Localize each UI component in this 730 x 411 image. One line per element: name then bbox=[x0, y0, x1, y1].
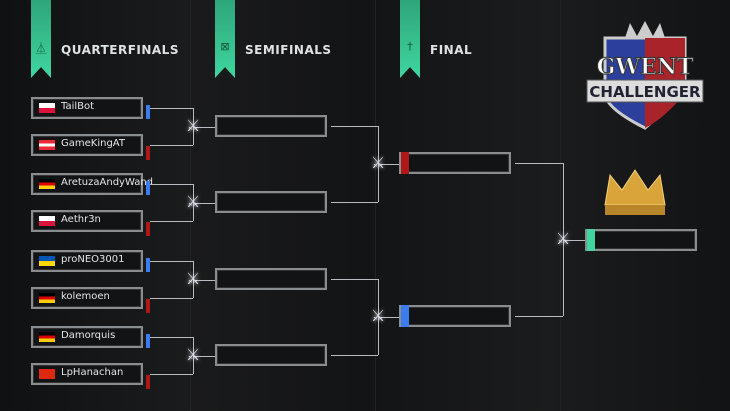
crossed-swords-icon: ⚔ bbox=[370, 153, 386, 172]
blue-side-tag bbox=[401, 305, 409, 327]
final-slot bbox=[399, 152, 511, 174]
crossed-swords-icon: ⚔ bbox=[185, 268, 201, 288]
bracket-line bbox=[331, 126, 378, 127]
crossed-swords-icon: ⚔ bbox=[185, 344, 201, 364]
crossed-swords-icon: ⚔ bbox=[185, 191, 201, 211]
blue-side-tag bbox=[146, 334, 150, 348]
bracket-line bbox=[150, 221, 193, 222]
player-name: LpHanachan bbox=[61, 367, 124, 378]
champion-tag bbox=[587, 229, 595, 251]
player-name: proNEO3001 bbox=[61, 254, 125, 265]
bracket-line bbox=[378, 317, 399, 318]
bracket-line bbox=[515, 163, 563, 164]
red-side-tag bbox=[401, 152, 409, 174]
bracket-line bbox=[193, 279, 215, 281]
bracket-line bbox=[150, 108, 193, 109]
player-name: Aethr3n bbox=[61, 214, 101, 225]
bracket-line bbox=[150, 184, 193, 185]
flag-germany-icon bbox=[39, 293, 55, 303]
crossed-swords-icon: ⚔ bbox=[555, 228, 571, 248]
divider bbox=[560, 0, 561, 411]
flag-poland-icon bbox=[39, 103, 55, 113]
round-ribbon bbox=[400, 0, 420, 78]
bracket-line bbox=[563, 239, 585, 241]
svg-text:GWENT: GWENT bbox=[597, 54, 694, 80]
round-title-semifinals: SEMIFINALS bbox=[245, 43, 332, 57]
semifinal-slot bbox=[215, 191, 327, 213]
bracket-line bbox=[331, 355, 378, 356]
player-slot[interactable]: proNEO3001 bbox=[31, 250, 143, 272]
player-name: GameKingAT bbox=[61, 138, 125, 149]
flag-china-icon bbox=[39, 369, 55, 379]
blue-side-tag bbox=[146, 258, 150, 272]
bracket-line bbox=[331, 202, 378, 203]
player-name: TailBot bbox=[61, 101, 95, 112]
bracket-line bbox=[331, 279, 378, 280]
crossed-swords-icon: ⚔ bbox=[370, 306, 386, 325]
flag-ukraine-icon bbox=[39, 256, 55, 266]
player-slot[interactable]: GameKingAT bbox=[31, 134, 143, 156]
bracket-line bbox=[150, 145, 193, 146]
blue-side-tag bbox=[146, 105, 150, 119]
bracket-line bbox=[193, 355, 215, 357]
bracket-line bbox=[515, 316, 563, 317]
bracket-line bbox=[150, 337, 193, 338]
crossed-swords-icon: ⚔ bbox=[185, 115, 201, 135]
gwent-challenger-logo: GWENT CHALLENGER bbox=[586, 21, 704, 130]
round-ribbon bbox=[31, 0, 51, 78]
player-slot[interactable]: kolemoen bbox=[31, 287, 143, 309]
champion-slot bbox=[585, 229, 697, 251]
bracket-line bbox=[378, 164, 399, 165]
bracket-line bbox=[150, 261, 193, 262]
round-ribbon bbox=[215, 0, 235, 78]
player-name: kolemoen bbox=[61, 291, 110, 302]
bracket-line bbox=[150, 374, 193, 375]
crossbow-icon: ⏅ bbox=[35, 42, 47, 55]
player-slot[interactable]: AretuzaAndyWand bbox=[31, 173, 153, 195]
red-side-tag bbox=[146, 299, 150, 313]
bow-icon: ⊠ bbox=[220, 40, 230, 53]
flag-poland-icon bbox=[39, 216, 55, 226]
player-name: AretuzaAndyWand bbox=[61, 177, 154, 188]
semifinal-slot bbox=[215, 268, 327, 290]
red-side-tag bbox=[146, 375, 150, 389]
round-title-final: FINAL bbox=[430, 43, 473, 57]
red-side-tag bbox=[146, 146, 150, 160]
player-slot[interactable]: Aethr3n bbox=[31, 210, 143, 232]
semifinal-slot bbox=[215, 344, 327, 366]
sword-icon: † bbox=[407, 40, 413, 53]
trophy-crown-icon bbox=[604, 169, 666, 215]
round-title-quarterfinals: QUARTERFINALS bbox=[61, 43, 179, 57]
divider bbox=[375, 0, 376, 411]
player-name: Damorquis bbox=[61, 330, 116, 341]
flag-austria-icon bbox=[39, 140, 55, 150]
red-side-tag bbox=[146, 222, 150, 236]
final-slot bbox=[399, 305, 511, 327]
player-slot[interactable]: Damorquis bbox=[31, 326, 143, 348]
semifinal-slot bbox=[215, 115, 327, 137]
svg-text:CHALLENGER: CHALLENGER bbox=[589, 83, 701, 101]
divider bbox=[190, 0, 191, 411]
flag-germany-icon bbox=[39, 332, 55, 342]
bracket-line bbox=[193, 202, 215, 204]
bracket-line bbox=[193, 126, 215, 128]
bracket-line bbox=[150, 298, 193, 299]
player-slot[interactable]: TailBot bbox=[31, 97, 143, 119]
flag-germany-icon bbox=[39, 179, 55, 189]
player-slot[interactable]: LpHanachan bbox=[31, 363, 143, 385]
blue-side-tag bbox=[146, 181, 150, 195]
